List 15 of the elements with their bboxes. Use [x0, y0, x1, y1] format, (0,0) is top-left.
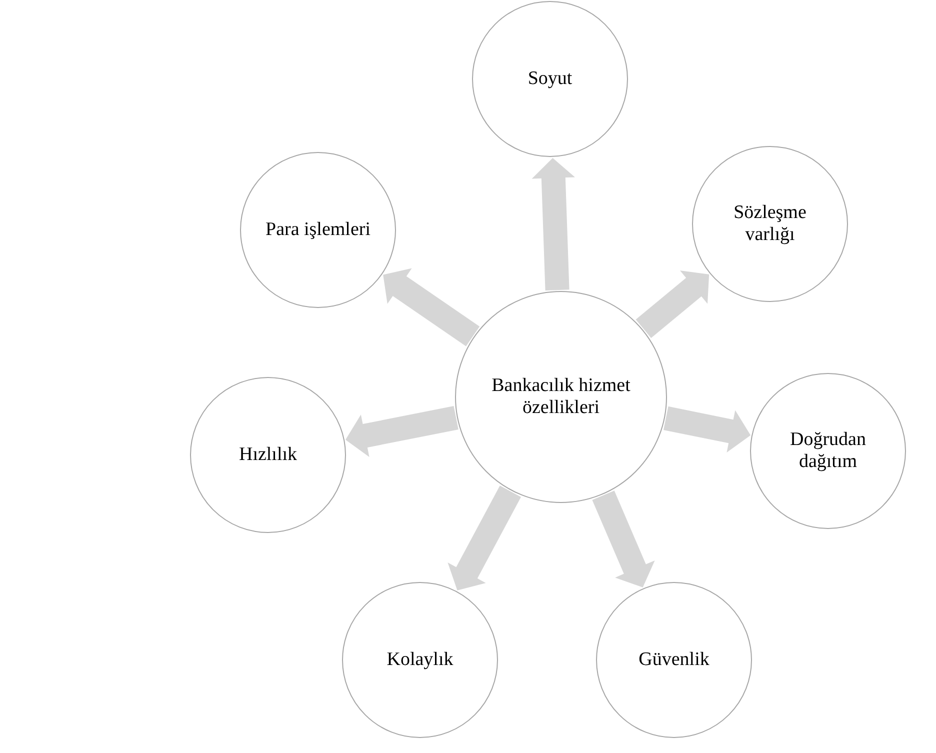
node-label: Soyut [528, 68, 572, 90]
node-label: Doğrudan dağıtım [789, 429, 867, 473]
node-label: Güvenlik [638, 649, 710, 671]
node-label: Kolaylık [386, 649, 454, 671]
block-arrow [592, 490, 655, 588]
block-arrow [532, 158, 575, 290]
block-arrow [346, 406, 458, 457]
block-arrow [383, 268, 480, 346]
node-label: Bankacılık hizmet özellikleri [490, 375, 632, 419]
block-arrow [664, 406, 751, 452]
block-arrow [636, 270, 710, 338]
node-label: Para işlemleri [266, 219, 370, 241]
block-arrow [448, 486, 521, 590]
node-label: Sözleşme varlığı [732, 202, 808, 246]
node-label: Hızlılık [238, 444, 298, 466]
